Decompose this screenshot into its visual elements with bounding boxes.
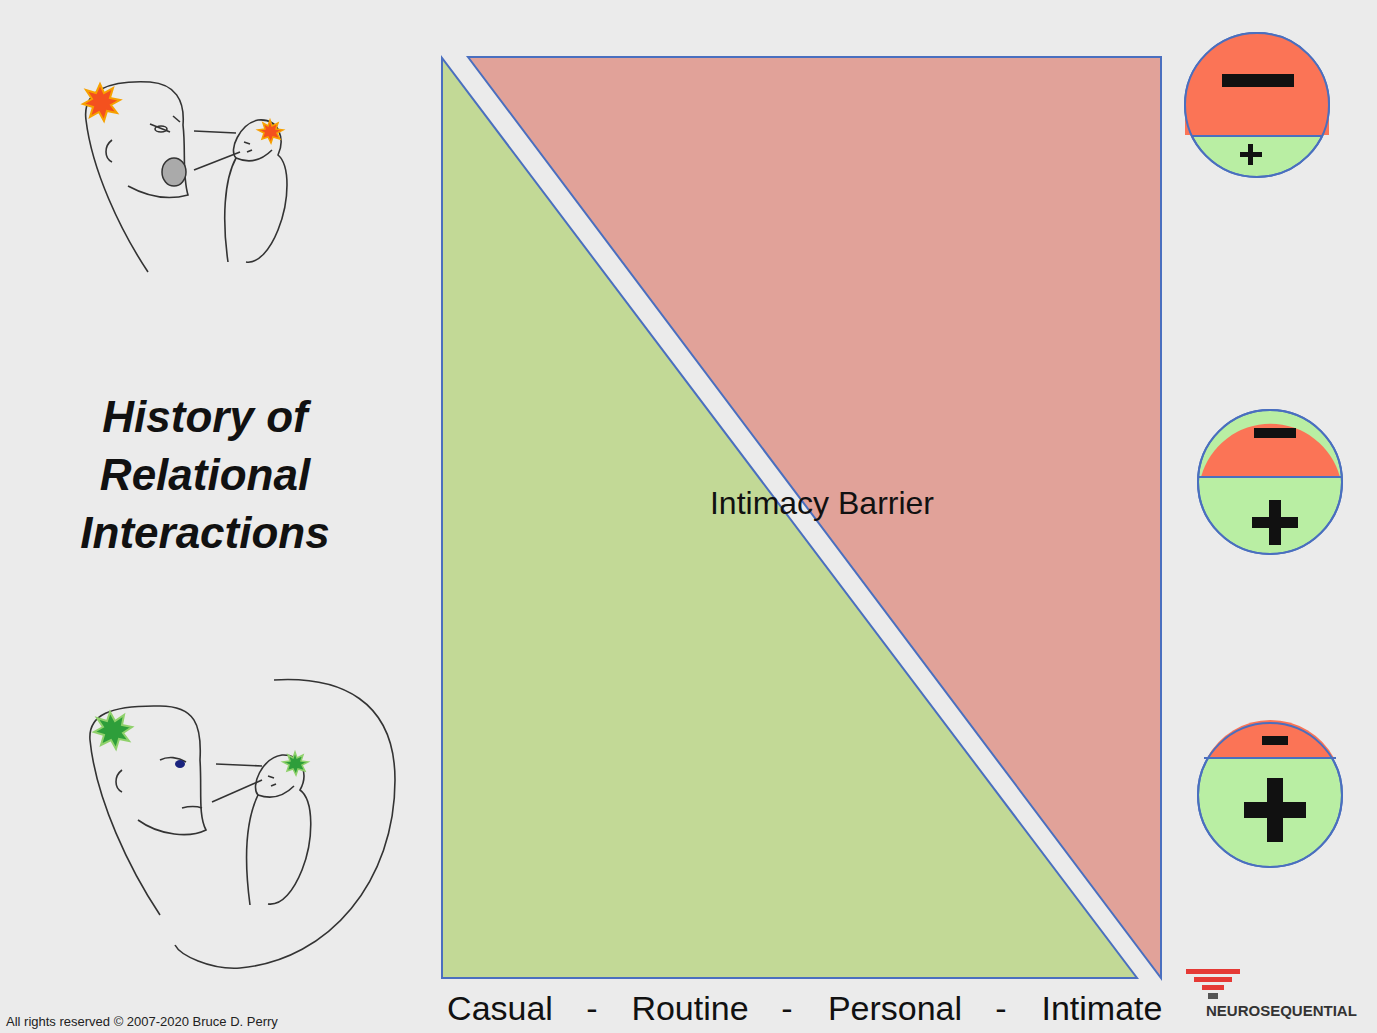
red-triangle	[468, 57, 1161, 978]
alarm-burst	[83, 84, 120, 121]
copyright-note: All rights reserved © 2007-2020 Bruce D.…	[6, 1015, 278, 1029]
eye	[175, 760, 185, 768]
logo-mark	[1186, 969, 1240, 999]
calm-adult-figure	[90, 680, 395, 969]
calm-burst	[283, 752, 308, 775]
diagram-title: History of Relational Interactions	[40, 388, 370, 562]
logo-text: NEUROSEQUENTIAL	[1206, 1003, 1357, 1020]
barrier-label: Intimacy Barrier	[710, 486, 934, 521]
balance-circle	[1185, 33, 1329, 177]
axis-separator: -	[781, 990, 792, 1027]
child-figure	[247, 755, 311, 905]
axis-label: Intimate	[1042, 990, 1163, 1027]
calm-burst	[94, 712, 132, 749]
balance-circle	[1198, 720, 1342, 867]
open-mouth	[162, 158, 186, 186]
axis-separator: -	[586, 990, 597, 1027]
axis-separator: -	[995, 990, 1006, 1027]
axis-label: Personal	[828, 990, 962, 1027]
axis-label: Routine	[631, 990, 748, 1027]
alarm-burst	[258, 120, 283, 143]
balance-circle	[1198, 410, 1342, 554]
child-figure	[225, 120, 287, 262]
axis-label: Casual	[447, 990, 553, 1027]
